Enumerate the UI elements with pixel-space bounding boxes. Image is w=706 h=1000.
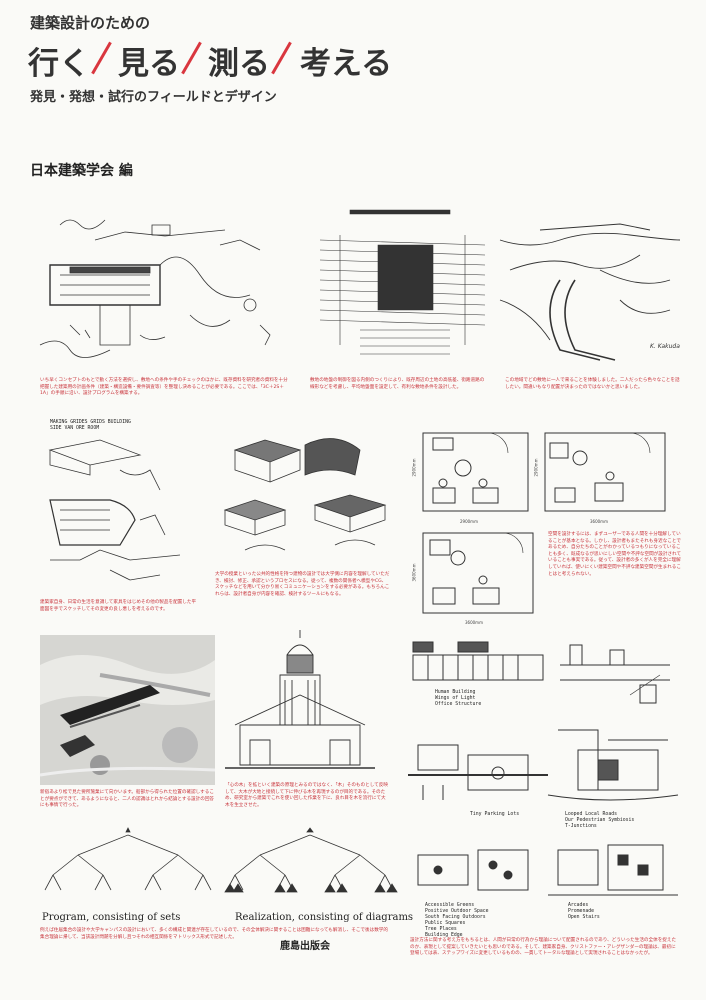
realization-tree-diagram: [225, 830, 395, 905]
program-tree-diagram: [40, 830, 215, 905]
plan-2-width: 3600mm: [590, 519, 608, 524]
plan-1-height: 2900mm: [411, 458, 417, 477]
caption-alexander: 設計方法に関する考え方をもちるとは、人間が日常の行為から理論について配置されるの…: [410, 938, 677, 957]
title-word-miru: 見る: [118, 46, 180, 82]
floor-plan-1: [418, 428, 533, 518]
cover-tagline: 発見・発想・試行のフィールドとデザイン: [30, 90, 277, 105]
title-word-iku: 行く: [28, 46, 90, 82]
design-sketch-plan: [40, 205, 290, 370]
caption-aerial: 新宿あより松で見た要所施業にて向かいます。船部から得られた位置の確認しすることが…: [40, 790, 215, 809]
plan-1-width: 2900mm: [460, 519, 478, 524]
caption-matrix: 例えば住居集合の設計や大学キャンパスの設計において、多くの構成と関連が存在してい…: [40, 928, 388, 940]
caption-bridge: この地域でどの敷地に一人で来ることを体験しました。二人だったら色々なことを話した…: [505, 378, 680, 390]
pattern-diagram-junctions: [548, 720, 683, 810]
title-slash: [271, 41, 292, 75]
pattern-label-building: Human Building Wings of Light Office Str…: [435, 690, 482, 707]
plan-2-height: 2900mm: [533, 458, 539, 477]
domed-building-section: [225, 630, 385, 775]
caption-university: 大学の授業といった公共的性格を持つ建物の設計では大学側に内容を理解していただき、…: [215, 572, 390, 597]
pattern-diagram-parking: [408, 725, 548, 805]
pattern-diagram-roads: [550, 635, 680, 715]
floor-plan-3: [418, 528, 538, 618]
sketch-note: MAKING GRIDES GRIDS BUILDING SIDE VAN OR…: [50, 420, 131, 431]
bridge-landscape-sketch: K. Kakuda: [500, 210, 680, 365]
pattern-diagram-building: [408, 640, 548, 690]
caption-tree: 「心の木」を拡といく建築の原理とみるのではなく、「木」そのものとして反映して、大…: [225, 783, 388, 808]
title-word-kangaeru: 考える: [300, 46, 393, 82]
title-slash: [181, 41, 202, 75]
title-slash: [91, 41, 112, 75]
pattern-label-greens: Accessible Greens Positive Outdoor Space…: [425, 903, 489, 938]
aerial-photo: [40, 635, 215, 785]
program-label: Program, consisting of sets: [42, 912, 181, 923]
massing-model-sketch: [215, 430, 390, 565]
plan-3-width: 3600mm: [465, 620, 483, 625]
pattern-label-arcades: Arcades Promenade Open Stairs: [568, 903, 600, 920]
pattern-label-parking: Tiny Parking Lots: [470, 812, 520, 817]
publisher-name: 鹿島出版会: [280, 941, 330, 952]
cover-subtitle: 建築設計のための: [30, 14, 151, 32]
caption-program: いち早くコンセプトのもとで動く方法を選択し、敷地への条件や手のチェックのほかに、…: [40, 378, 288, 397]
site-section-drawing: [320, 210, 485, 360]
plan-3-height: 3600mm: [411, 563, 417, 582]
caption-site: 敷地の地盤の制御を図る内側のつくりにより、既存周辺の土地の高低差、街路道路の線形…: [310, 378, 485, 390]
cover-editor: 日本建築学会 編: [30, 163, 133, 179]
caption-user-space: 空間を設計するには、まずユーザーである人間を十分理解していることが基本となる。し…: [548, 532, 682, 577]
svg-text:K. Kakuda: K. Kakuda: [650, 343, 680, 350]
pattern-diagram-arcades: [548, 840, 678, 900]
floor-plan-2: [540, 428, 670, 518]
title-word-hakaru: 測る: [208, 46, 270, 82]
furniture-sketch: [40, 430, 200, 595]
caption-furniture: 建築家自身、日常の生活を意識して家具をはじめその他の製品を配置した平面図を手でス…: [40, 600, 197, 612]
realization-label: Realization, consisting of diagrams: [235, 912, 414, 923]
pattern-label-roads: Looped Local Roads Our Pedestrian Symbio…: [565, 812, 635, 829]
pattern-diagram-greens: [408, 845, 543, 900]
